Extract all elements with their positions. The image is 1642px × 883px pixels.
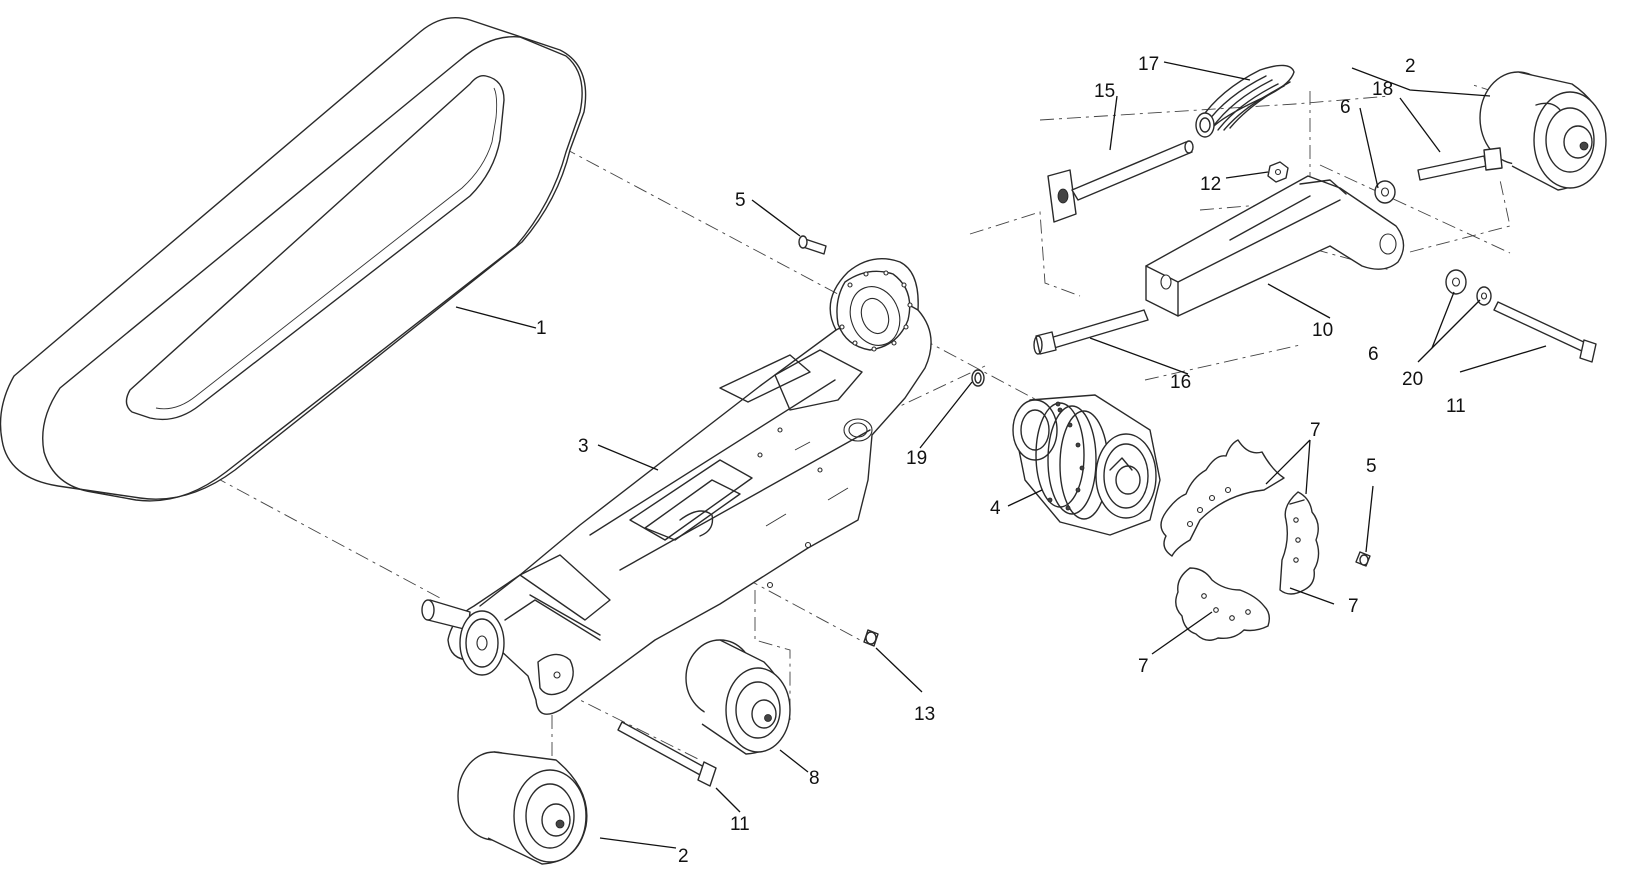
leader-lines [455,61,1547,849]
callout-11-lower: 11 [730,814,750,835]
callout-7-right: 7 [1348,596,1359,617]
front-idler-wheel [457,751,588,865]
callout-4: 4 [990,498,1001,519]
washer-lower [1445,269,1467,295]
sprocket-segment-lower [1175,567,1271,641]
tensioner-bolt [1033,309,1149,355]
callout-12: 12 [1200,174,1221,195]
callout-16: 16 [1170,372,1191,393]
road-wheel [685,639,791,755]
callout-15: 15 [1094,81,1115,102]
washer-upper [1374,180,1396,204]
tension-spring [1195,64,1295,138]
frame-idler-axle [421,599,505,676]
rear-idler-wheel [1479,71,1607,191]
idler-bolt [1417,147,1503,181]
sprocket-segment-right [1279,491,1320,595]
callout-18: 18 [1372,79,1393,100]
sprocket-segment-upper [1160,439,1285,557]
callout-5-upper: 5 [735,190,746,211]
callout-6-upper: 6 [1340,97,1351,118]
callout-19: 19 [906,448,927,469]
callout-3: 3 [578,436,589,457]
callout-2-lower: 2 [678,846,689,867]
callout-5-right: 5 [1366,456,1377,477]
callout-7-lower: 7 [1138,656,1149,677]
retaining-ring [971,369,985,387]
callout-1: 1 [536,318,547,339]
tension-rod [1047,140,1194,223]
callout-7-top: 7 [1310,420,1321,441]
callout-labels: 1 2 2 3 4 5 5 6 6 7 7 7 8 10 11 11 12 13… [536,54,1466,867]
tensioner-slide [1145,175,1405,317]
rubber-track [0,17,587,502]
motor-bolts [1047,401,1085,511]
lock-washer [1476,286,1492,306]
hex-nut [1267,161,1289,183]
callout-11-right: 11 [1446,396,1466,417]
callout-2-upper: 2 [1405,56,1416,77]
long-bolt-right [1493,301,1597,363]
callout-20: 20 [1402,369,1423,390]
frame-bolt-holes [839,270,913,352]
small-bolt-top [798,235,827,255]
callout-8: 8 [809,768,820,789]
callout-6-lower: 6 [1368,344,1379,365]
callout-17: 17 [1138,54,1159,75]
callout-13: 13 [914,704,935,725]
callout-10: 10 [1312,320,1333,341]
frame-bolt [863,629,879,647]
small-bolt-right [1355,551,1371,567]
track-frame [447,258,932,715]
drive-motor [1012,394,1161,536]
long-bolt-lower [617,721,717,787]
